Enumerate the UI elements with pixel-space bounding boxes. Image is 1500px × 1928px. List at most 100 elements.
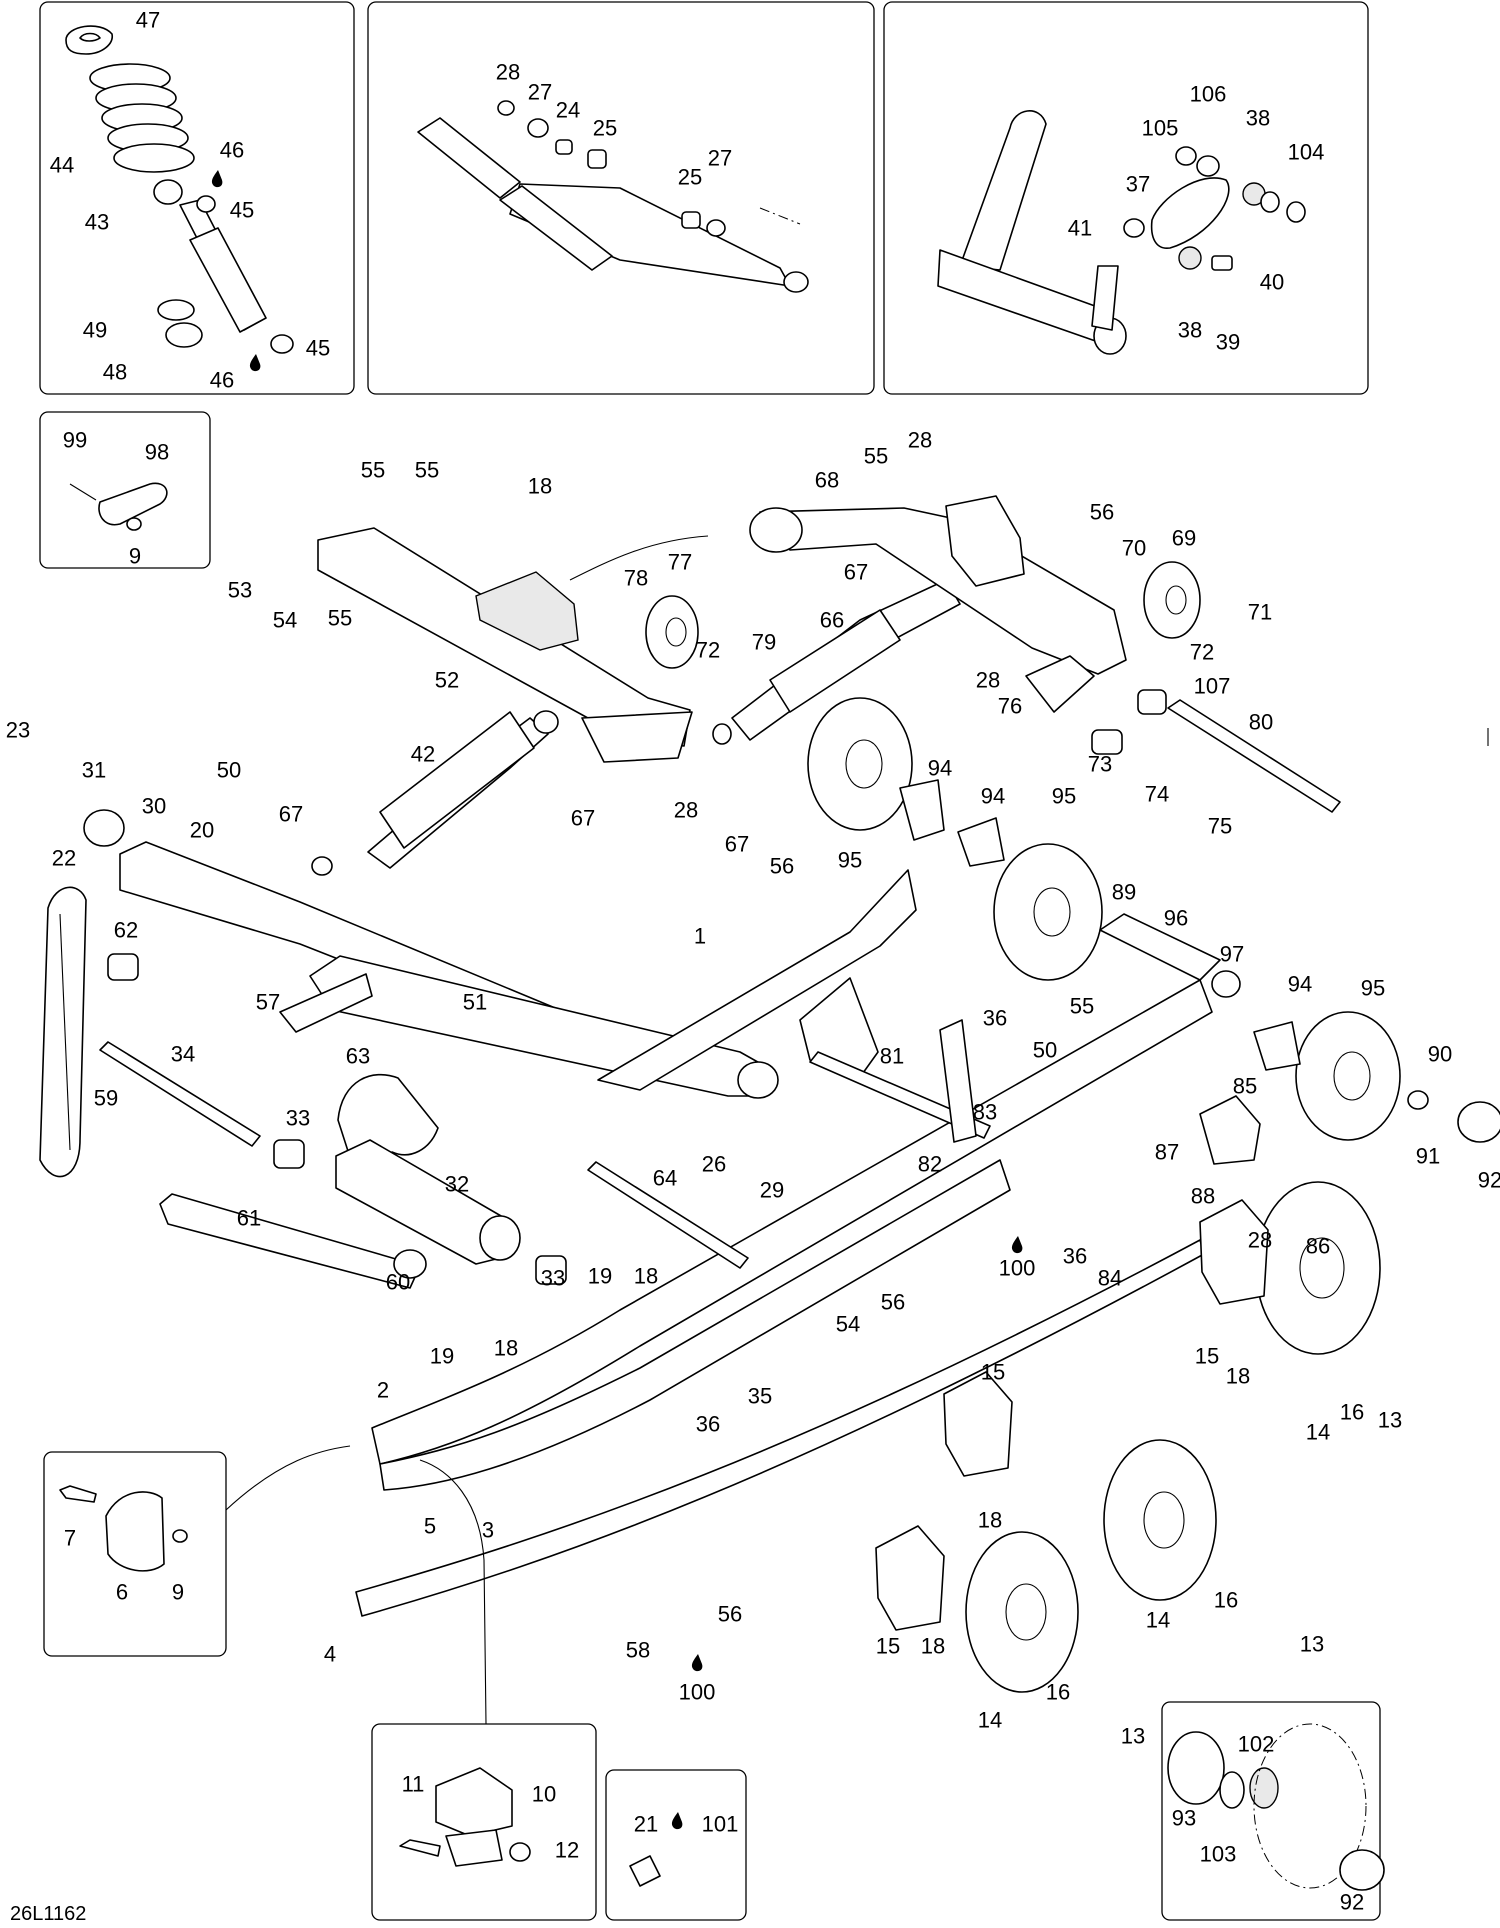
front-upper-arm-52 xyxy=(317,527,691,747)
small-panel-parts xyxy=(59,1236,1385,1891)
part-callout: 76 xyxy=(998,694,1022,719)
bolt-39 xyxy=(1211,255,1233,271)
washer-27-b xyxy=(706,219,726,237)
axle-80 xyxy=(1167,699,1341,813)
adjuster-ring xyxy=(165,322,203,348)
part-callout: 64 xyxy=(653,1166,677,1191)
washer-104 xyxy=(1286,201,1306,223)
part-callout: 73 xyxy=(1088,752,1112,777)
part-callout: 2 xyxy=(377,1378,389,1403)
spring-stopper xyxy=(65,25,113,55)
strap-59 xyxy=(39,886,87,1178)
part-callout: 53 xyxy=(228,578,252,603)
grease-drop-icon xyxy=(211,170,223,188)
part-callout: 18 xyxy=(1226,1364,1250,1389)
part-callout: 48 xyxy=(103,360,127,385)
part-callout: 42 xyxy=(411,742,435,767)
panel-stopper xyxy=(39,411,211,569)
part-callout: 14 xyxy=(1306,1420,1330,1445)
part-callout: 44 xyxy=(50,153,74,178)
part-callout: 25 xyxy=(593,116,617,141)
part-callout: 87 xyxy=(1155,1140,1179,1165)
wheel-69 xyxy=(1143,561,1201,639)
part-callout: 100 xyxy=(679,1680,716,1705)
crossshaft-81 xyxy=(809,1051,991,1139)
bushing-62 xyxy=(107,953,139,981)
holder-85 xyxy=(1199,1095,1261,1165)
part-callout: 18 xyxy=(494,1336,518,1361)
part-callout: 80 xyxy=(1249,710,1273,735)
part-callout: 55 xyxy=(864,444,888,469)
wheel-14-rear xyxy=(1255,1181,1381,1355)
rod-64 xyxy=(587,1161,749,1269)
wheel-14-front xyxy=(965,1531,1079,1693)
part-callout: 74 xyxy=(1145,782,1169,807)
stopper-98 xyxy=(98,482,168,526)
part-callout: 57 xyxy=(256,990,280,1015)
part-callout: 25 xyxy=(678,165,702,190)
part-callout: 94 xyxy=(1288,972,1312,997)
part-callout: 72 xyxy=(1190,640,1214,665)
part-callout: 83 xyxy=(973,1100,997,1125)
part-callout: 30 xyxy=(142,794,166,819)
grease-drop-icon xyxy=(1011,1236,1023,1254)
part-callout: 18 xyxy=(978,1508,1002,1533)
wheel-14-mid xyxy=(1103,1439,1217,1601)
part-callout: 18 xyxy=(921,1634,945,1659)
part-callout: 90 xyxy=(1428,1042,1452,1067)
part-callout: 95 xyxy=(1052,784,1076,809)
nut-105 xyxy=(1175,146,1197,166)
part-callout: 33 xyxy=(286,1106,310,1131)
part-callout: 103 xyxy=(1200,1842,1237,1867)
part-callout: 6 xyxy=(116,1580,128,1605)
bushing-45-bottom xyxy=(270,334,294,354)
bushing-107 xyxy=(1137,689,1167,715)
part-callout: 33 xyxy=(541,1266,565,1291)
part-callout: 60 xyxy=(386,1270,410,1295)
part-callout: 1 xyxy=(694,924,706,949)
part-callout: 51 xyxy=(463,990,487,1015)
panel-rear-link xyxy=(883,1,1369,395)
part-callout: 4 xyxy=(324,1642,336,1667)
hub-94-a xyxy=(899,779,945,841)
bolt-axis xyxy=(759,207,801,225)
part-callout: 70 xyxy=(1122,536,1146,561)
part-callout: 102 xyxy=(1238,1732,1275,1757)
idler-wheel-95-a xyxy=(807,697,913,831)
part-callout: 27 xyxy=(708,146,732,171)
part-callout: 55 xyxy=(328,606,352,631)
bushing-25 xyxy=(587,149,607,169)
bolt-11 xyxy=(399,1839,441,1857)
part-callout: 24 xyxy=(556,98,580,123)
part-callout: 55 xyxy=(415,458,439,483)
bushing-24 xyxy=(555,139,573,155)
part-callout: 40 xyxy=(1260,270,1284,295)
part-callout: 67 xyxy=(279,802,303,827)
part-callout: 32 xyxy=(445,1172,469,1197)
part-callout: 41 xyxy=(1068,216,1092,241)
nut-9 xyxy=(126,517,142,531)
part-callout: 96 xyxy=(1164,906,1188,931)
part-callout: 98 xyxy=(145,440,169,465)
idler-wheel-95-b xyxy=(993,843,1103,981)
part-callout: 88 xyxy=(1191,1184,1215,1209)
panel-slider-clip xyxy=(43,1451,227,1657)
part-callout: 97 xyxy=(1220,942,1244,967)
part-callout: 56 xyxy=(1090,500,1114,525)
part-callout: 38 xyxy=(1178,318,1202,343)
part-callout: 104 xyxy=(1288,140,1325,165)
part-callout: 89 xyxy=(1112,880,1136,905)
part-callout: 79 xyxy=(752,630,776,655)
part-callout: 45 xyxy=(306,336,330,361)
part-callout: 13 xyxy=(1121,1724,1145,1749)
washer-12 xyxy=(509,1842,531,1862)
washer-40 xyxy=(1260,191,1280,213)
part-callout: 56 xyxy=(881,1290,905,1315)
rear-upper-arm-68 xyxy=(759,507,1127,675)
part-callout: 38 xyxy=(1246,106,1270,131)
rear-link-group xyxy=(937,110,1306,355)
tube-60-end xyxy=(393,1249,427,1279)
washer-91 xyxy=(1407,1090,1429,1110)
bushing-43 xyxy=(153,179,183,205)
part-callout: 94 xyxy=(981,784,1005,809)
